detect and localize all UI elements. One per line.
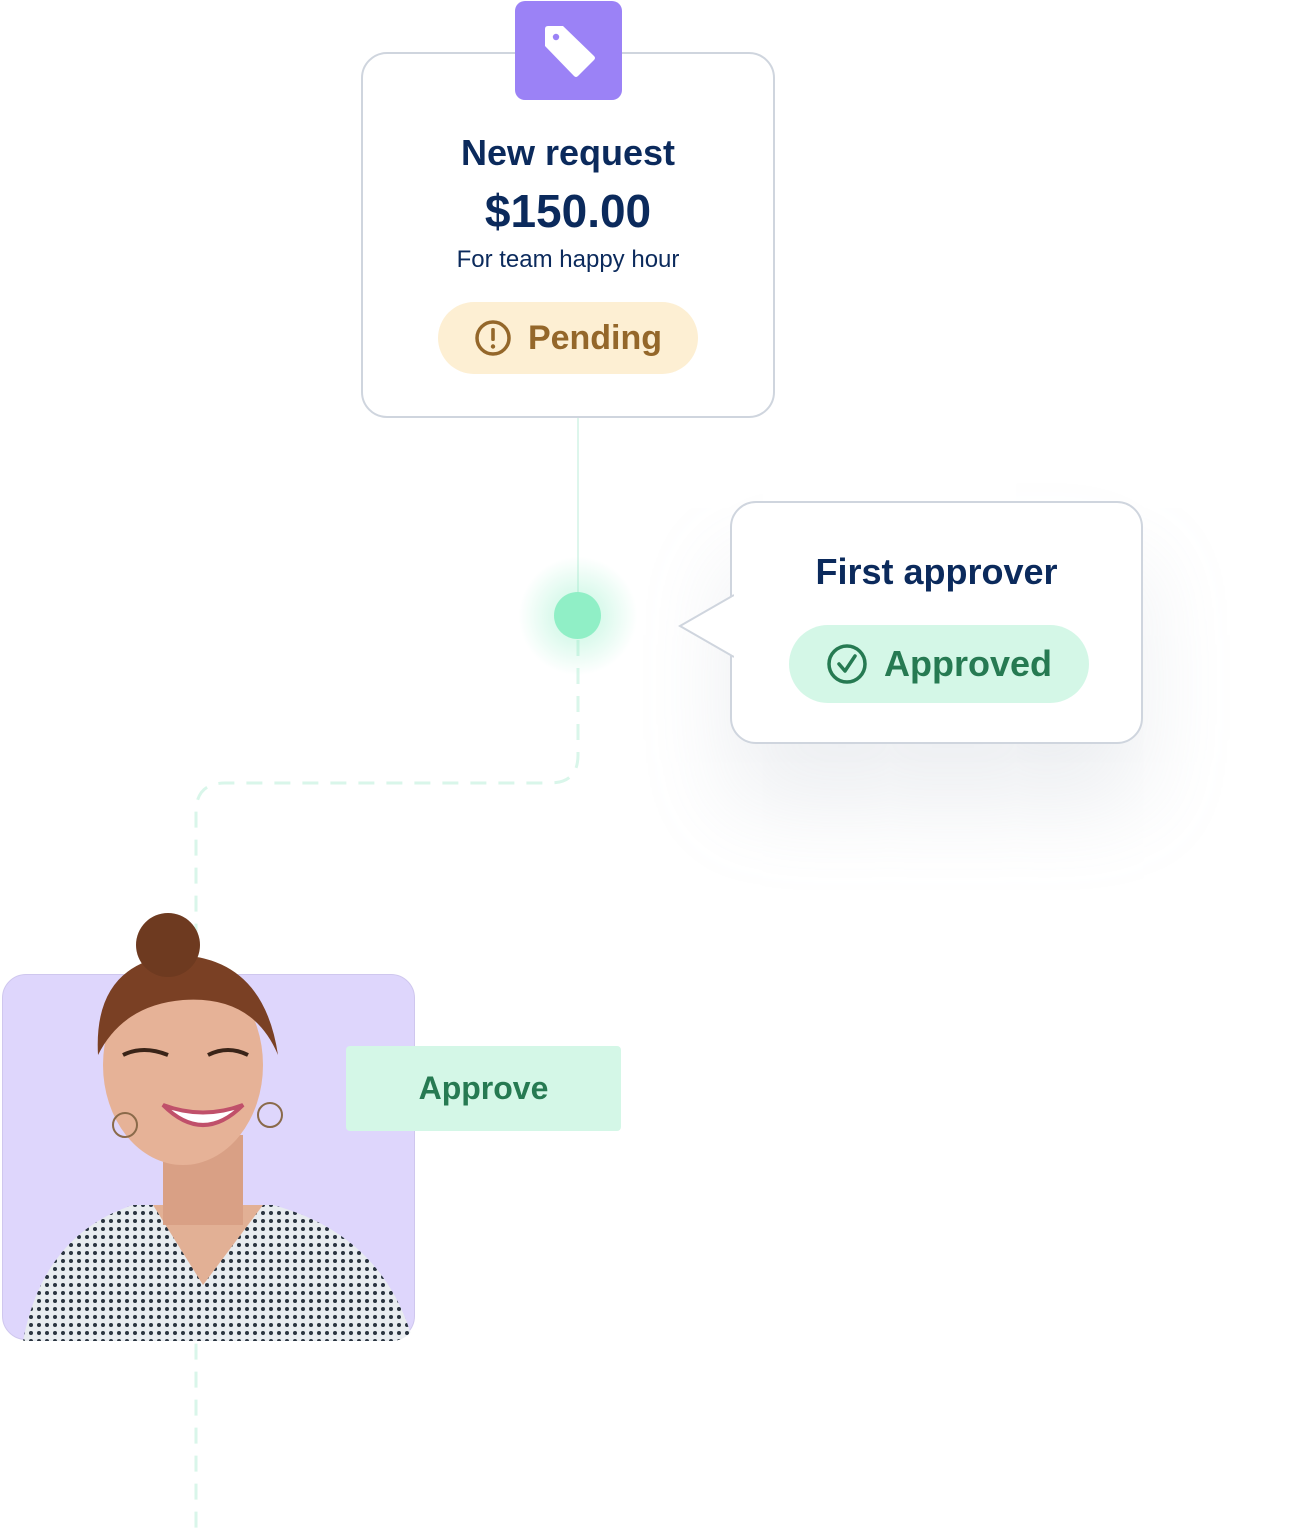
request-card: New request $150.00 For team happy hour …: [361, 52, 775, 418]
tag-icon-box: [515, 1, 622, 100]
approver-card: First approver Approved: [677, 501, 1143, 744]
person-avatar: [23, 913, 413, 1341]
request-description: For team happy hour: [456, 246, 680, 273]
pending-label: Pending: [527, 318, 663, 357]
pending-badge: Pending: [438, 302, 698, 374]
request-amount: $150.00: [484, 185, 652, 237]
approve-button[interactable]: Approve: [346, 1046, 621, 1131]
approved-label: Approved: [883, 643, 1052, 684]
approver-title: First approver: [815, 551, 1058, 592]
approver-photo: [2, 913, 415, 1341]
connector-line: [577, 418, 579, 638]
step-dot: [554, 592, 601, 639]
approved-badge: Approved: [789, 625, 1089, 703]
callout-pointer: [677, 594, 734, 658]
check-circle-icon: [827, 644, 867, 684]
request-title: New request: [460, 132, 676, 173]
tag-icon: [544, 25, 595, 77]
alert-circle-icon: [475, 320, 511, 356]
